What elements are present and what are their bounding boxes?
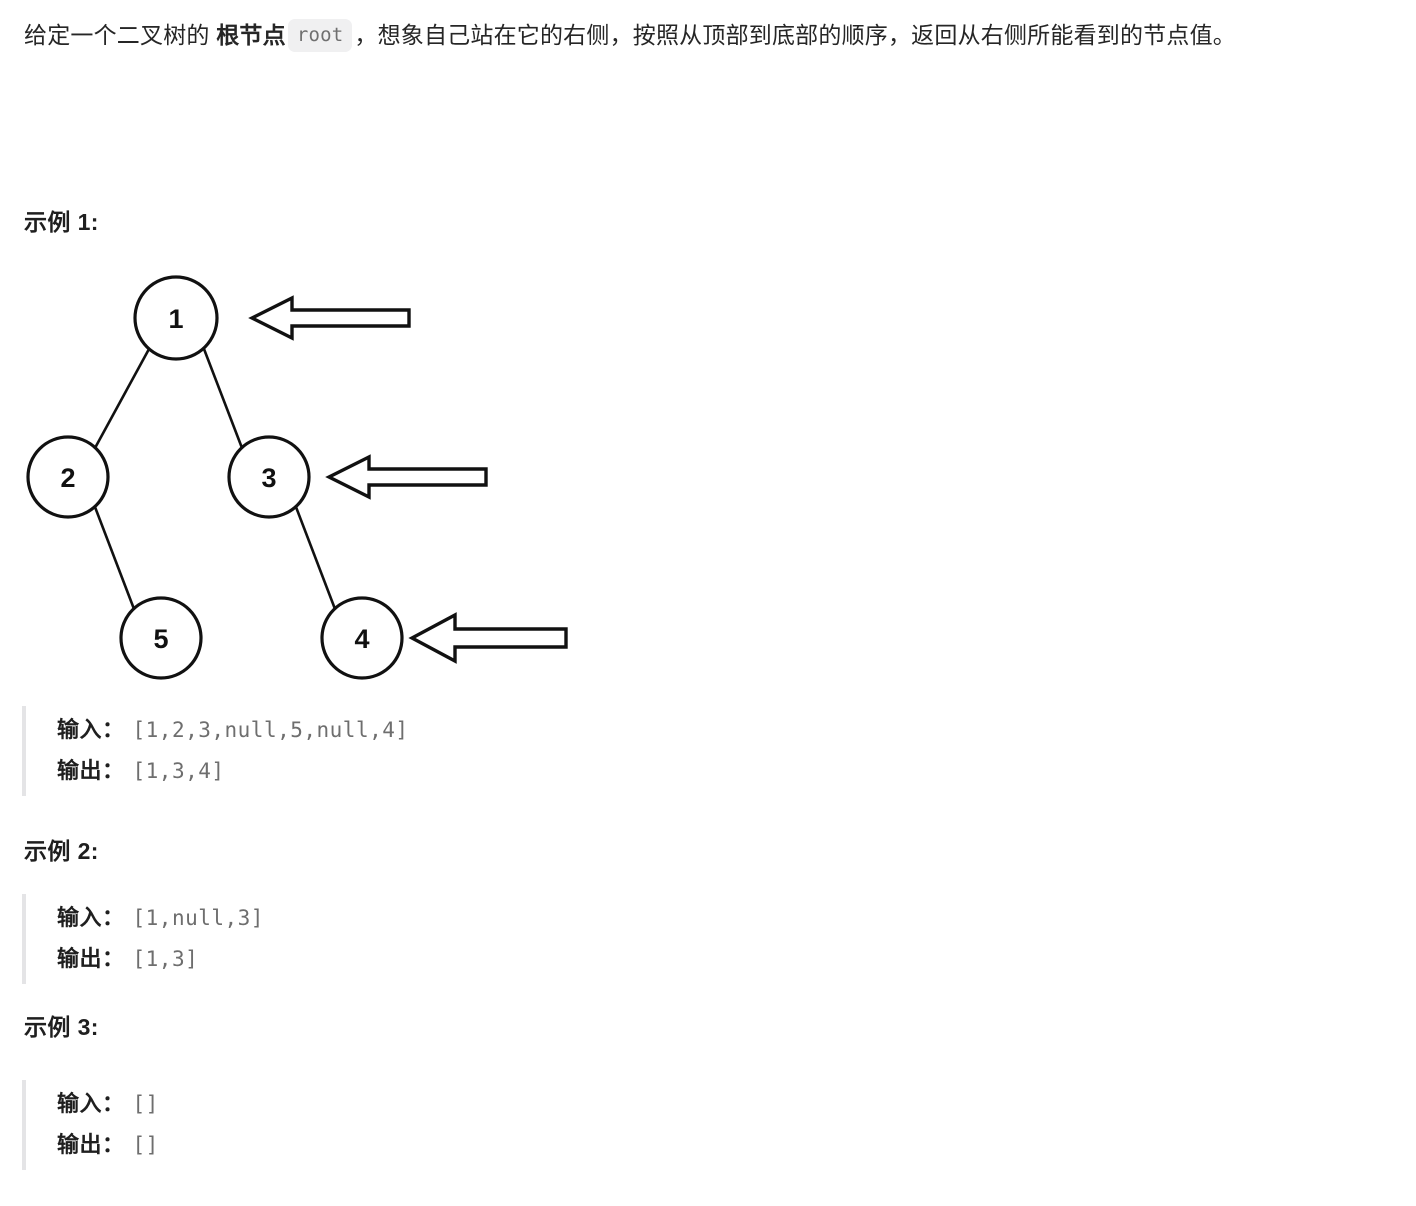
statement-text-lead: 给定一个二叉树的 (24, 22, 217, 48)
example-1-output-label: 输出： (57, 758, 125, 783)
example-2-input-label: 输入： (57, 905, 125, 930)
example-2-sample-block: 输入： [1,null,3] 输出： [1,3] (22, 894, 264, 984)
binary-tree-diagram: 1 2 3 5 4 (0, 258, 620, 688)
example-1-output-line: 输出： [1,3,4] (57, 751, 409, 792)
example-3-output-label: 输出： (57, 1132, 125, 1157)
example-3-sample-block: 输入： [] 输出： [] (22, 1080, 159, 1170)
tree-node-1-label: 1 (168, 304, 183, 334)
arrow-left-icon-to-node-4 (408, 612, 568, 664)
statement-bold-term: 根节点 (216, 22, 286, 48)
tree-node-5-label: 5 (153, 624, 168, 654)
tree-node-4: 4 (320, 596, 404, 680)
example-3-output-value: [] (132, 1133, 159, 1157)
tree-node-3-label: 3 (261, 463, 276, 493)
tree-edge-3-4 (294, 506, 337, 610)
example-3-input-label: 输入： (57, 1091, 125, 1116)
arrow-left-icon-to-node-1 (248, 295, 411, 341)
example-1-heading: 示例 1: (24, 209, 99, 235)
tree-node-1: 1 (133, 275, 219, 361)
tree-node-2: 2 (26, 435, 110, 519)
example-2-input-line: 输入： [1,null,3] (57, 898, 264, 939)
example-2-output-label: 输出： (57, 946, 125, 971)
example-3-input-line: 输入： [] (57, 1084, 159, 1125)
example-1-input-line: 输入： [1,2,3,null,5,null,4] (57, 710, 409, 751)
example-3-output-line: 输出： [] (57, 1125, 159, 1166)
example-2-output-line: 输出： [1,3] (57, 939, 264, 980)
tree-edge-1-2 (93, 348, 151, 449)
statement-text-tail: ，想象自己站在它的右侧，按照从顶部到底部的顺序，返回从右侧所能看到的节点值。 (354, 22, 1236, 48)
tree-node-2-label: 2 (60, 463, 75, 493)
tree-node-3: 3 (227, 435, 311, 519)
root-code-chip: root (287, 19, 353, 52)
tree-node-5: 5 (119, 596, 203, 680)
example-1-input-value: [1,2,3,null,5,null,4] (132, 718, 409, 742)
example-2-heading: 示例 2: (24, 838, 99, 864)
example-1-output-value: [1,3,4] (132, 759, 225, 783)
example-3-heading: 示例 3: (24, 1014, 99, 1040)
example-2-output-value: [1,3] (132, 947, 199, 971)
example-1-sample-block: 输入： [1,2,3,null,5,null,4] 输出： [1,3,4] (22, 706, 409, 796)
tree-edge-2-5 (93, 506, 136, 610)
tree-node-4-label: 4 (354, 624, 369, 654)
tree-edge-1-3 (202, 348, 244, 449)
arrow-left-icon-to-node-3 (325, 454, 488, 500)
example-1-input-label: 输入： (57, 717, 125, 742)
example-3-input-value: [] (132, 1092, 159, 1116)
example-2-input-value: [1,null,3] (132, 906, 264, 930)
